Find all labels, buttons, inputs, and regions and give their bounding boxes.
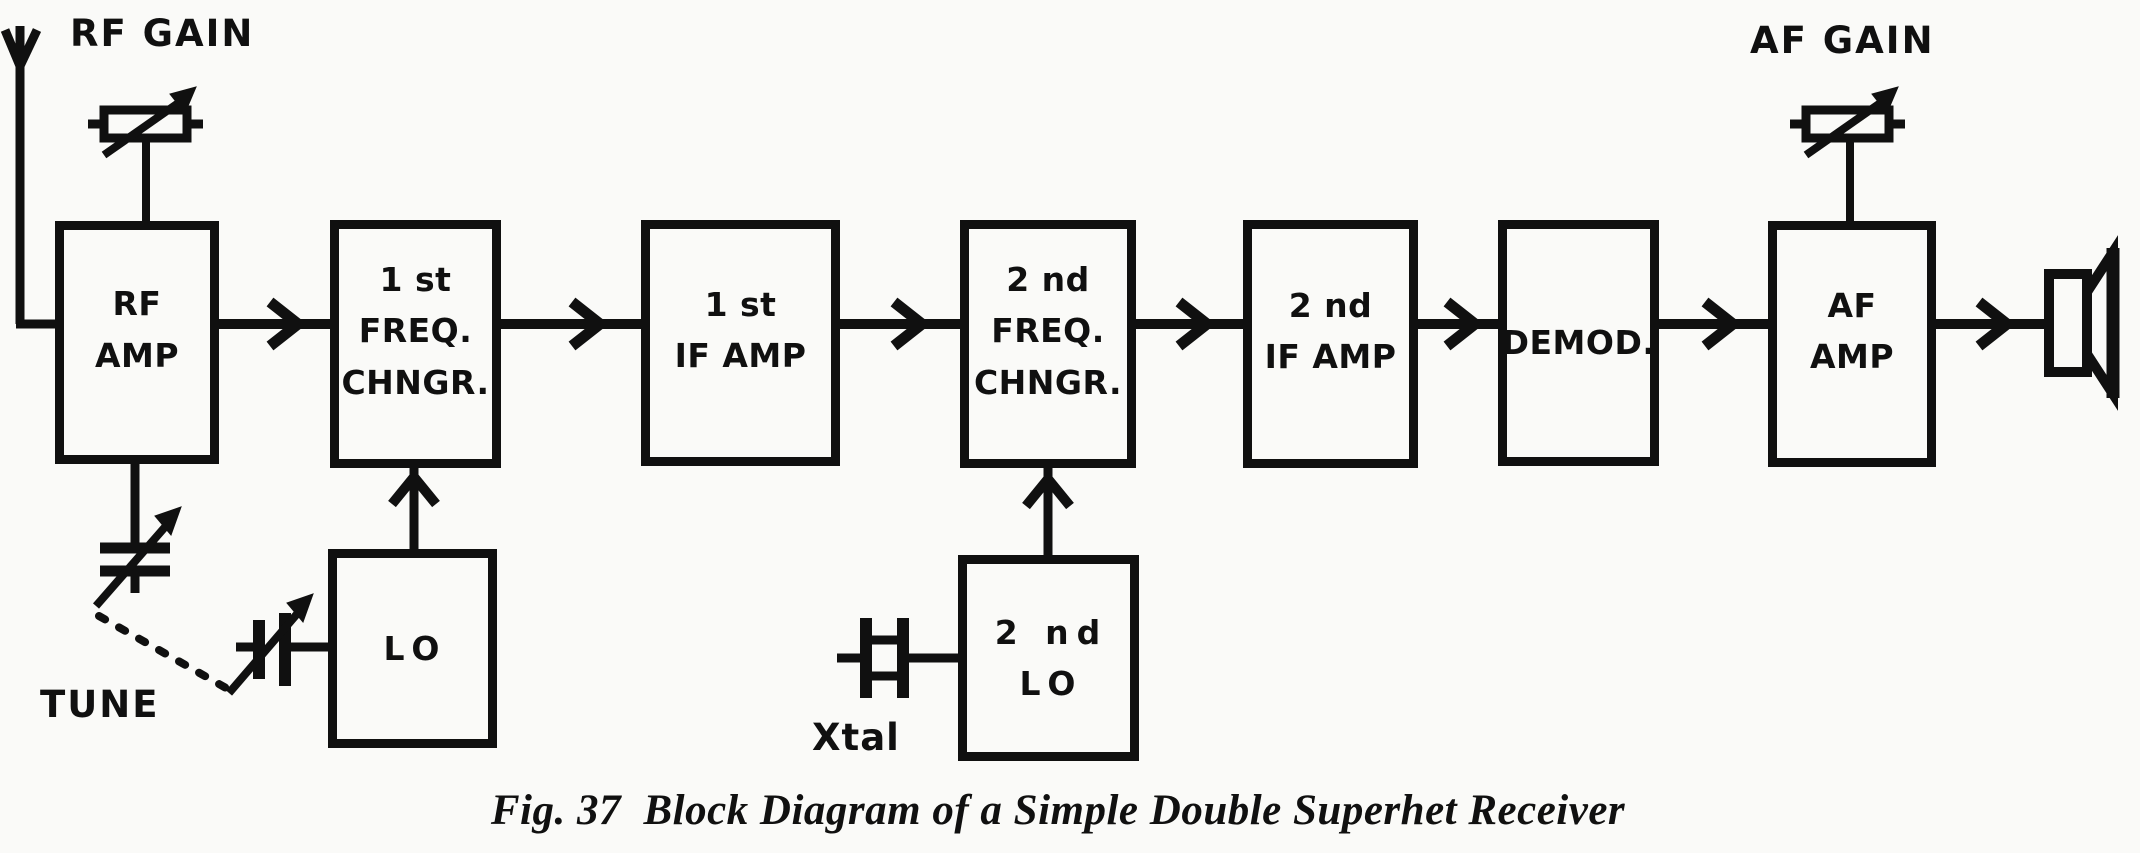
speaker-icon bbox=[2044, 235, 2120, 411]
block-2nd-if-amp: 2 nd IF AMP bbox=[1243, 220, 1418, 468]
block-label: RF AMP bbox=[94, 284, 180, 375]
af-gain-label: AF GAIN bbox=[1750, 19, 1935, 62]
variable-resistor-icon bbox=[88, 86, 203, 222]
variable-capacitor-icon bbox=[92, 462, 182, 609]
block-label: 2 nd FREQ. CHNGR. bbox=[973, 260, 1123, 402]
variable-resistor-icon bbox=[1790, 86, 1905, 222]
rf-gain-label: RF GAIN bbox=[70, 12, 255, 55]
lo2-injection-arrow bbox=[1022, 468, 1074, 557]
block-af-amp: AF AMP bbox=[1768, 221, 1936, 467]
block-rf-amp: RF AMP bbox=[55, 221, 219, 464]
tune-gang-dashed-link bbox=[95, 612, 230, 692]
block-label: DEMOD. bbox=[1501, 323, 1656, 363]
block-label: 1 st FREQ. CHNGR. bbox=[341, 260, 490, 402]
block-2nd-local-oscillator: 2 nd LO bbox=[958, 555, 1139, 761]
lo1-injection-arrow bbox=[388, 468, 440, 552]
block-1st-local-oscillator: LO bbox=[328, 549, 497, 748]
block-label: 2 nd LO bbox=[994, 612, 1109, 703]
block-2nd-freq-changer: 2 nd FREQ. CHNGR. bbox=[960, 220, 1136, 468]
block-demodulator: DEMOD. bbox=[1498, 220, 1659, 466]
antenna-icon bbox=[0, 26, 58, 329]
block-label: 1 st IF AMP bbox=[674, 284, 807, 375]
figure-caption: Fig. 37 Block Diagram of a Simple Double… bbox=[490, 787, 1626, 834]
block-label: 2 nd IF AMP bbox=[1264, 285, 1397, 376]
block-label: AF AMP bbox=[1809, 285, 1895, 376]
block-1st-freq-changer: 1 st FREQ. CHNGR. bbox=[330, 220, 501, 468]
block-1st-if-amp: 1 st IF AMP bbox=[641, 220, 840, 466]
signal-path bbox=[218, 297, 2049, 351]
tune-label: TUNE bbox=[40, 683, 160, 726]
xtal-label: Xtal bbox=[812, 716, 900, 759]
variable-capacitor-icon bbox=[225, 593, 330, 696]
crystal-icon bbox=[837, 618, 960, 698]
block-label: LO bbox=[383, 628, 448, 668]
